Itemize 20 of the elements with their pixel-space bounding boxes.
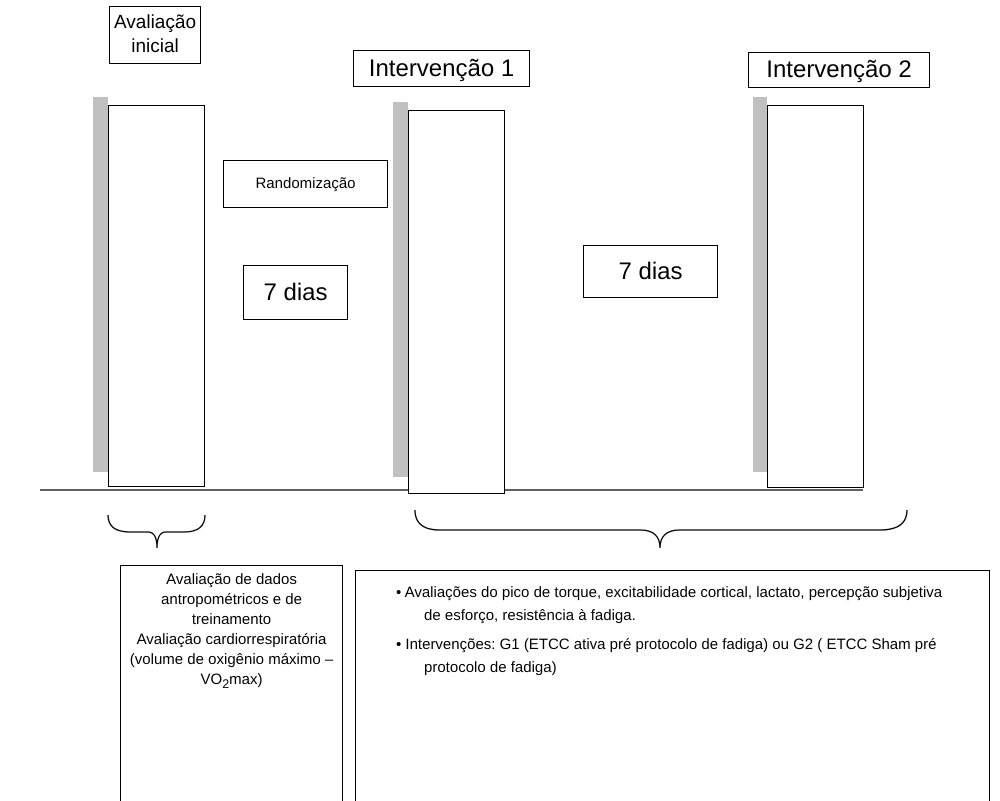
text-box	[120, 565, 343, 801]
description-text: Avaliação cardiorrespiratória (volume de oxigênio máximo – VO$_{2}$max)	[128, 630, 334, 693]
title-box	[353, 50, 530, 87]
box-label: Randomização	[255, 174, 356, 194]
bullet-item: • Avaliações do pico de torque, excitabilidade cortical, lactato, percepção subjetiva de esforço, resistência à fadiga.	[396, 583, 944, 626]
text-box	[355, 570, 990, 801]
box-label: Avaliação inicial	[112, 11, 198, 59]
label-box	[583, 245, 718, 298]
bar	[408, 110, 505, 494]
box-label: 7 dias	[618, 256, 683, 286]
title-box	[748, 52, 930, 88]
label-box	[243, 265, 348, 320]
bar	[767, 105, 864, 488]
bar	[108, 105, 205, 487]
bullet-item: • Intervenções: G1 (ETCC ativa pré protocolo de fadiga) ou G2 ( ETCC Sham pré protocolo de fadiga)	[396, 635, 938, 678]
label-box	[223, 160, 388, 208]
box-label: Intervenção 1	[368, 54, 514, 84]
description-text: Avaliação de dados antropométricos e de treinamento	[160, 570, 303, 630]
box-label: Intervenção 2	[766, 55, 912, 85]
box-label: 7 dias	[263, 278, 328, 308]
